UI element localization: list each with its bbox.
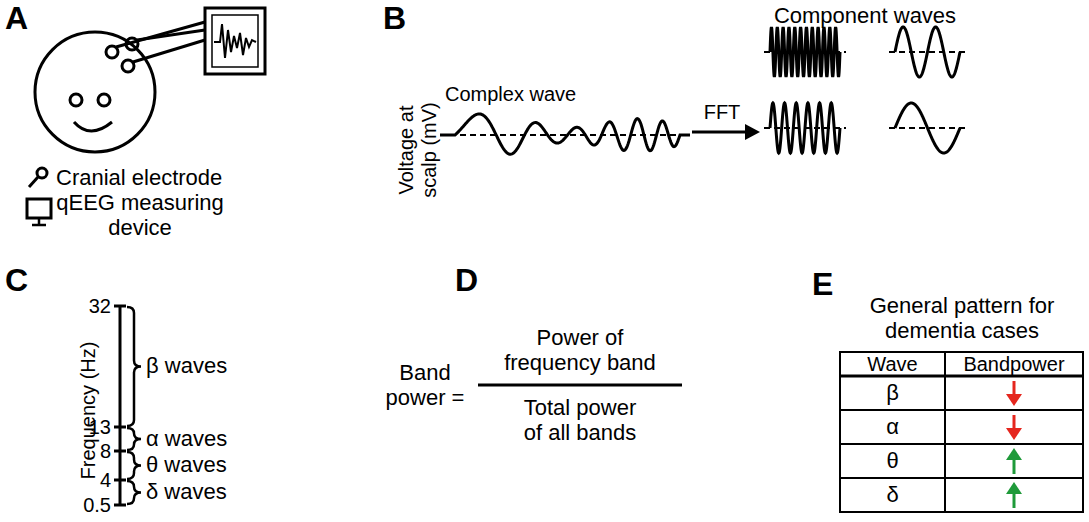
table-header-cell: Wave bbox=[840, 352, 945, 376]
cell-text: δ bbox=[886, 483, 898, 507]
transform-label: FFT bbox=[692, 101, 752, 124]
panel-letter: D bbox=[455, 262, 495, 299]
band-name: θ waves bbox=[146, 452, 286, 477]
panel-letter: C bbox=[5, 262, 45, 299]
fft-arrow bbox=[692, 124, 760, 140]
component-wave bbox=[895, 27, 960, 77]
head-outline bbox=[35, 32, 155, 152]
cell-text: Bandpower bbox=[963, 353, 1064, 375]
panel-heading: Component waves bbox=[755, 3, 975, 28]
wave-cell: θ bbox=[840, 444, 945, 478]
monitor-icon bbox=[27, 199, 51, 218]
electrode bbox=[106, 46, 118, 58]
table-header-cell: Bandpower bbox=[945, 352, 1083, 376]
electrode-icon-lead bbox=[29, 177, 38, 187]
axis-title: Frequency (Hz) bbox=[77, 310, 100, 510]
monitor bbox=[205, 8, 265, 74]
table-grid bbox=[840, 352, 1083, 512]
panel-letter: B bbox=[383, 0, 423, 36]
up-arrow bbox=[1006, 448, 1022, 474]
component-wave bbox=[770, 103, 840, 153]
tick-label: 8 bbox=[61, 440, 111, 463]
cell-text: Wave bbox=[867, 353, 917, 375]
band-braces bbox=[127, 307, 141, 504]
cell-text: β bbox=[886, 381, 899, 405]
electrode bbox=[122, 60, 134, 72]
tick-label: 13 bbox=[61, 416, 111, 439]
axis-title: Voltage at scalp (mV) bbox=[395, 85, 441, 215]
wave-cell: δ bbox=[840, 478, 945, 512]
legend-text: Cranial electrode bbox=[56, 165, 256, 190]
mouth bbox=[74, 122, 112, 131]
tick-label: 0.5 bbox=[61, 494, 111, 517]
curly-brace bbox=[127, 481, 141, 504]
monitor-screen bbox=[212, 15, 258, 67]
band-name: δ waves bbox=[146, 479, 286, 504]
trend-arrows bbox=[1006, 381, 1022, 508]
equation-term: Band power = bbox=[383, 360, 467, 411]
frequency-axis bbox=[114, 306, 126, 505]
fraction-bar bbox=[478, 384, 682, 387]
electrode-wire bbox=[137, 30, 205, 40]
head-illustration bbox=[35, 8, 265, 152]
tick-label: 32 bbox=[61, 295, 111, 318]
electrode-icon bbox=[37, 168, 47, 178]
band-name: β waves bbox=[146, 353, 286, 378]
legend-icons bbox=[27, 168, 51, 225]
curly-brace bbox=[127, 307, 141, 426]
down-arrow bbox=[1006, 415, 1022, 440]
cell-text: α bbox=[886, 415, 899, 439]
wave-cell: α bbox=[840, 410, 945, 444]
fraction-numerator: Power of frequency band bbox=[498, 325, 663, 376]
tick-label: 4 bbox=[61, 469, 111, 492]
panel-letter: A bbox=[5, 0, 45, 36]
wave-plots bbox=[440, 27, 966, 154]
fraction-denominator: Total power of all bands bbox=[513, 395, 648, 446]
complex-wave bbox=[440, 114, 690, 154]
monitor-icon-stand bbox=[32, 218, 46, 225]
cell-text: θ bbox=[886, 449, 898, 473]
curly-brace bbox=[127, 428, 141, 450]
band-name: α waves bbox=[146, 426, 286, 451]
down-arrow bbox=[1006, 381, 1022, 406]
screen-trace bbox=[214, 24, 256, 58]
eye bbox=[70, 94, 82, 106]
electrode-wire bbox=[133, 40, 205, 62]
wave-caption: Complex wave bbox=[445, 83, 595, 106]
up-arrow bbox=[1006, 482, 1022, 508]
curly-brace bbox=[127, 452, 141, 479]
wave-cell: β bbox=[840, 376, 945, 410]
panel-letter: E bbox=[812, 266, 852, 303]
legend-text: qEEG measuring device bbox=[55, 190, 225, 241]
component-wave bbox=[770, 27, 840, 77]
component-wave bbox=[895, 103, 960, 153]
eye bbox=[98, 94, 110, 106]
table-title: General pattern for dementia cases bbox=[837, 293, 1087, 344]
baseline bbox=[440, 134, 690, 136]
